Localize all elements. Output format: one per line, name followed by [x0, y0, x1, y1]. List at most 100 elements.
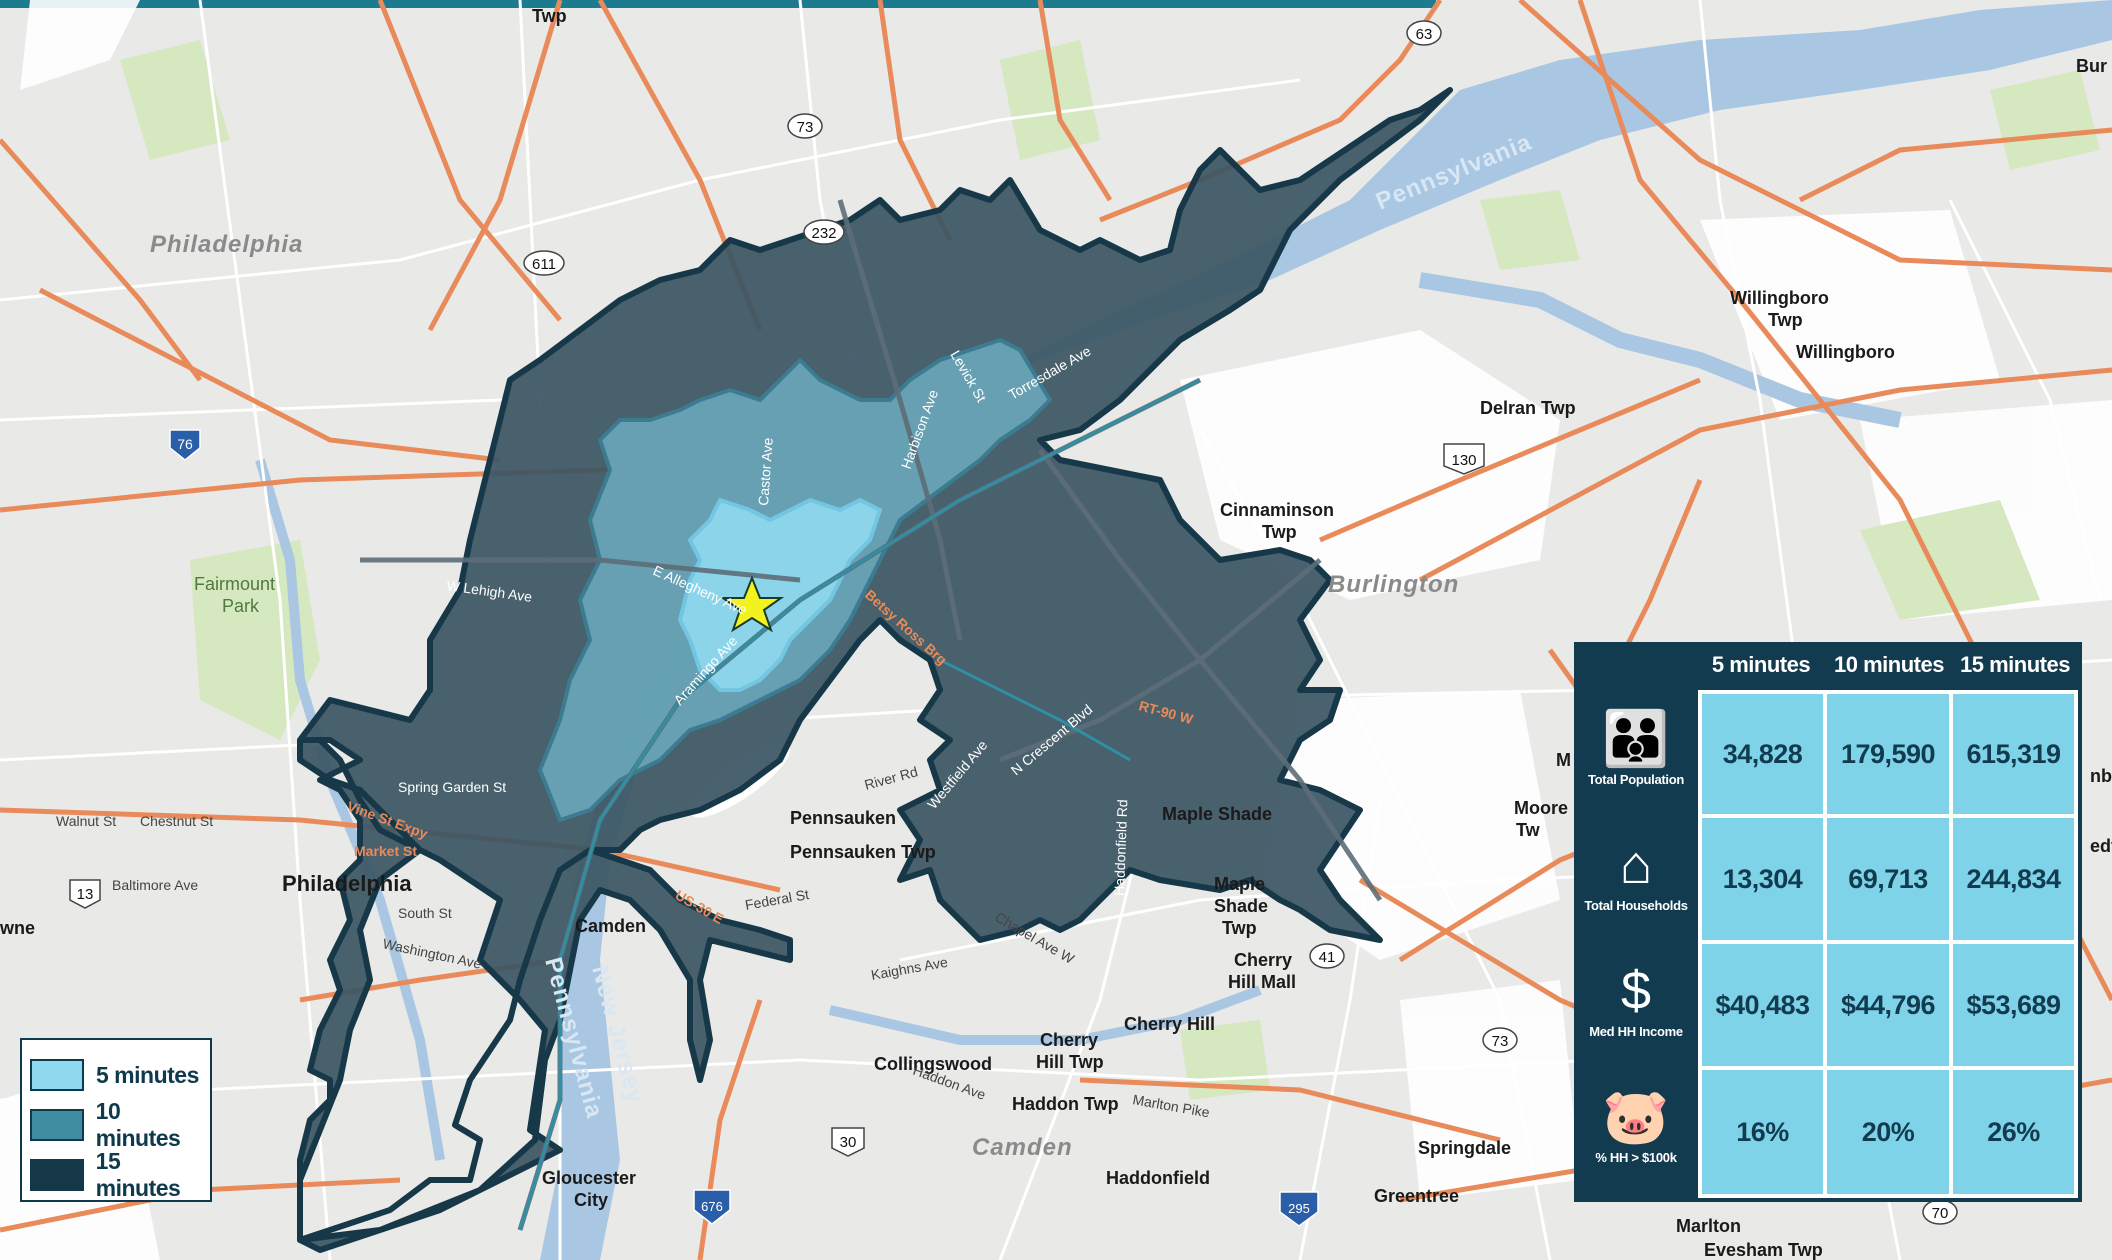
svg-text:295: 295: [1288, 1201, 1310, 1216]
park-areas: [120, 40, 2100, 1100]
svg-text:63: 63: [1416, 26, 1433, 43]
stats-grid: 34,828 179,590 615,319 13,304 69,713 244…: [1698, 690, 2078, 1198]
svg-text:73: 73: [797, 119, 814, 136]
shield-i76: 76: [169, 429, 201, 461]
row-caption: Total Households: [1584, 898, 1688, 913]
town-label: nbe: [2090, 766, 2112, 786]
stats-header-10-min: 10 minutes: [1834, 652, 1944, 677]
town-label: Cherry: [1234, 950, 1292, 970]
shield-73: 73: [787, 113, 823, 139]
shield-30: 30: [831, 1127, 865, 1157]
cooper-river: [828, 985, 1262, 1045]
stats-cell: $44,796: [1827, 944, 1949, 1066]
svg-text:676: 676: [701, 1199, 723, 1214]
stats-row-label: $ Med HH Income: [1580, 958, 1692, 1039]
street-label: Spring Garden St: [398, 779, 506, 795]
street-label: Haddonfield Rd: [1111, 799, 1130, 896]
stats-cell: 34,828: [1702, 694, 1823, 814]
stats-cell: 615,319: [1953, 694, 2074, 814]
town-label: Marlton: [1676, 1216, 1741, 1236]
town-label: Haddon Twp: [1012, 1094, 1119, 1114]
town-label: Haddonfield: [1106, 1168, 1210, 1188]
street-label: Chestnut St: [140, 813, 213, 829]
town-label: Moore: [1514, 798, 1568, 818]
stats-cell: 69,713: [1827, 818, 1949, 940]
shield-41: 41: [1309, 943, 1345, 969]
stats-cell: 26%: [1953, 1070, 2074, 1194]
stats-row-label: 👪 Total Population: [1580, 706, 1692, 787]
legend-item: 10 minutes: [30, 1098, 210, 1151]
town-labels: Philadelphia Camden Pennsauken Pennsauke…: [0, 6, 2112, 1260]
teal-road-outlines: [518, 378, 1201, 1231]
town-label: Gloucester: [542, 1168, 636, 1188]
stats-cell: 244,834: [1953, 818, 2074, 940]
stats-cell: $40,483: [1702, 944, 1823, 1066]
town-label: Willingboro: [1730, 288, 1829, 308]
svg-text:41: 41: [1319, 949, 1336, 966]
legend-swatch-5-min: [30, 1059, 84, 1091]
svg-text:73: 73: [1492, 1033, 1509, 1050]
legend-label: 10 minutes: [95, 1098, 181, 1151]
shield-232: 232: [803, 219, 845, 245]
town-label: Cherry Hill: [1124, 1014, 1215, 1034]
town-label: Shade: [1214, 896, 1268, 916]
town-label: Maple Shade: [1162, 804, 1272, 824]
town-label: City: [574, 1190, 608, 1210]
stats-cell: 20%: [1827, 1070, 1949, 1194]
isochrone-5-min: [678, 498, 882, 692]
town-label: Collingswood: [874, 1054, 992, 1074]
town-label: Evesham Twp: [1704, 1240, 1823, 1260]
town-label: Bur: [2076, 56, 2107, 76]
shield-13: 13: [69, 879, 101, 909]
stats-row-label: 🐷 % HH > $100k: [1580, 1084, 1692, 1165]
svg-text:13: 13: [77, 886, 94, 903]
stats-header-15-min: 15 minutes: [1960, 652, 2070, 677]
row-caption: Total Population: [1587, 772, 1685, 787]
top-bar: [0, 0, 1436, 8]
legend-label: 15 minutes: [95, 1148, 181, 1201]
town-label: Hill Mall: [1228, 972, 1296, 992]
stats-cell: 16%: [1702, 1070, 1823, 1194]
legend: 5 minutes 10 minutes 15 minutes: [20, 1038, 212, 1202]
street-label: Castor Ave: [755, 437, 776, 506]
star-marker-icon[interactable]: [719, 575, 785, 633]
park-label: Park: [222, 596, 260, 616]
legend-item: 5 minutes: [30, 1050, 210, 1100]
town-label: Pennsauken Twp: [790, 842, 936, 862]
stats-cell: 179,590: [1827, 694, 1949, 814]
shield-i676: 676: [693, 1189, 731, 1225]
shield-i295: 295: [1279, 1191, 1319, 1227]
legend-swatch-10-min: [30, 1109, 84, 1141]
svg-text:611: 611: [532, 256, 556, 273]
house-icon: ⌂: [1619, 835, 1653, 895]
legend-item: 15 minutes: [30, 1148, 210, 1201]
town-label: Camden: [575, 916, 646, 936]
town-label: Cherry: [1040, 1030, 1098, 1050]
svg-text:232: 232: [811, 225, 836, 242]
shield-73b: 73: [1482, 1027, 1518, 1053]
stats-cell: $53,689: [1953, 944, 2074, 1066]
town-label: Twp: [1768, 310, 1803, 330]
legend-swatch-15-min: [30, 1159, 84, 1191]
family-icon: 👪: [1602, 709, 1670, 769]
stats-header-5-min: 5 minutes: [1711, 652, 1811, 677]
street-label: South St: [398, 905, 452, 921]
legend-label: 5 minutes: [96, 1061, 199, 1088]
town-label: edf: [2090, 836, 2112, 856]
region-label: Philadelphia: [150, 231, 303, 258]
town-label: Springdale: [1418, 1138, 1511, 1158]
isochrone-15-min: [297, 87, 1453, 1253]
town-label: Greentree: [1374, 1186, 1459, 1206]
svg-text:130: 130: [1451, 452, 1476, 469]
svg-text:70: 70: [1932, 1205, 1949, 1222]
town-label: Delran Twp: [1480, 398, 1576, 418]
town-label: Pennsauken: [790, 808, 896, 828]
shield-611: 611: [523, 250, 565, 276]
region-label: Burlington: [1328, 571, 1459, 598]
town-label: Twp: [532, 6, 567, 26]
row-caption: Med HH Income: [1589, 1024, 1683, 1039]
town-label: Maple: [1214, 874, 1265, 894]
town-label: Hill Twp: [1036, 1052, 1104, 1072]
